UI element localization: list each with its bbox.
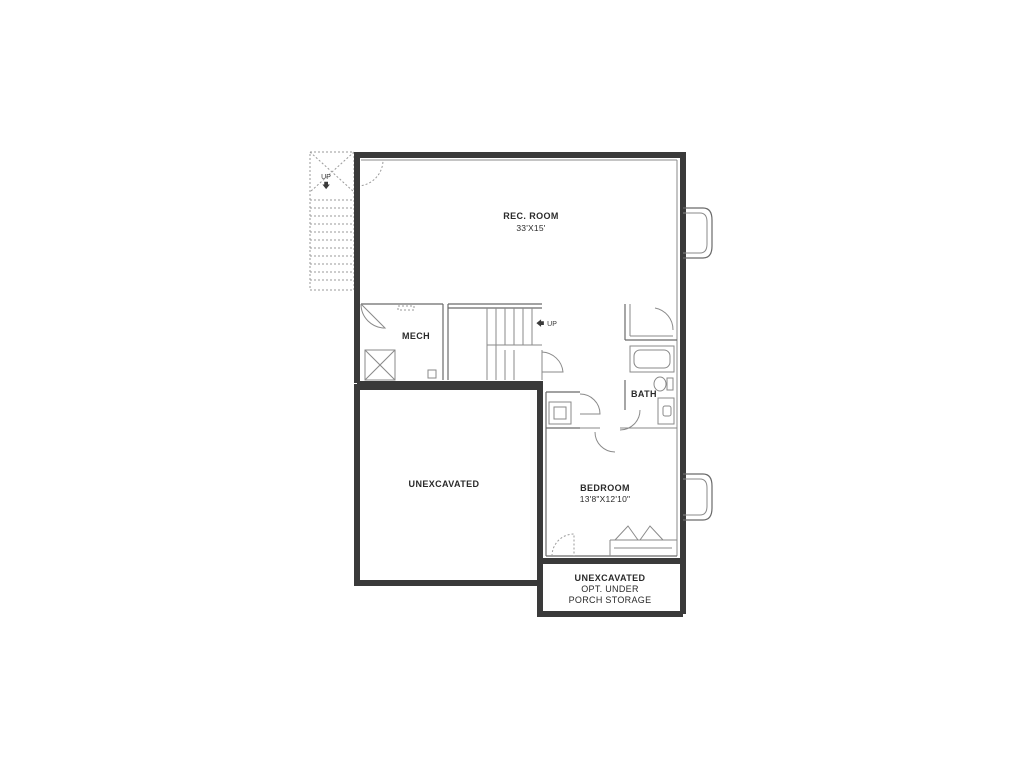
interior-stair-up-label: UP	[547, 321, 557, 328]
window-well-upper	[683, 207, 713, 259]
bedroom-dims: 13'8"X12'10"	[579, 494, 631, 504]
unexcavated-left-label: UNEXCAVATED	[408, 479, 480, 489]
porch-line-3: PORCH STORAGE	[568, 595, 652, 605]
exterior-stair	[309, 151, 384, 291]
mech-label: MECH	[401, 331, 431, 341]
arrow-left-icon: 🡄	[536, 319, 545, 328]
window-well-lower	[683, 473, 713, 521]
exterior-stair-up-label: UP	[321, 174, 331, 181]
porch-line-2: OPT. UNDER	[581, 584, 639, 594]
outer-walls	[354, 152, 686, 617]
bath-label: BATH	[631, 389, 657, 399]
arrow-down-icon: 🡇	[322, 181, 331, 190]
bedroom-label: BEDROOM	[580, 483, 630, 493]
rec-room-label: REC. ROOM	[503, 211, 559, 221]
rec-room-dims: 33'X15'	[516, 223, 546, 233]
unexcavated-porch-label: UNEXCAVATED	[574, 573, 646, 583]
interior-lines	[360, 159, 678, 557]
